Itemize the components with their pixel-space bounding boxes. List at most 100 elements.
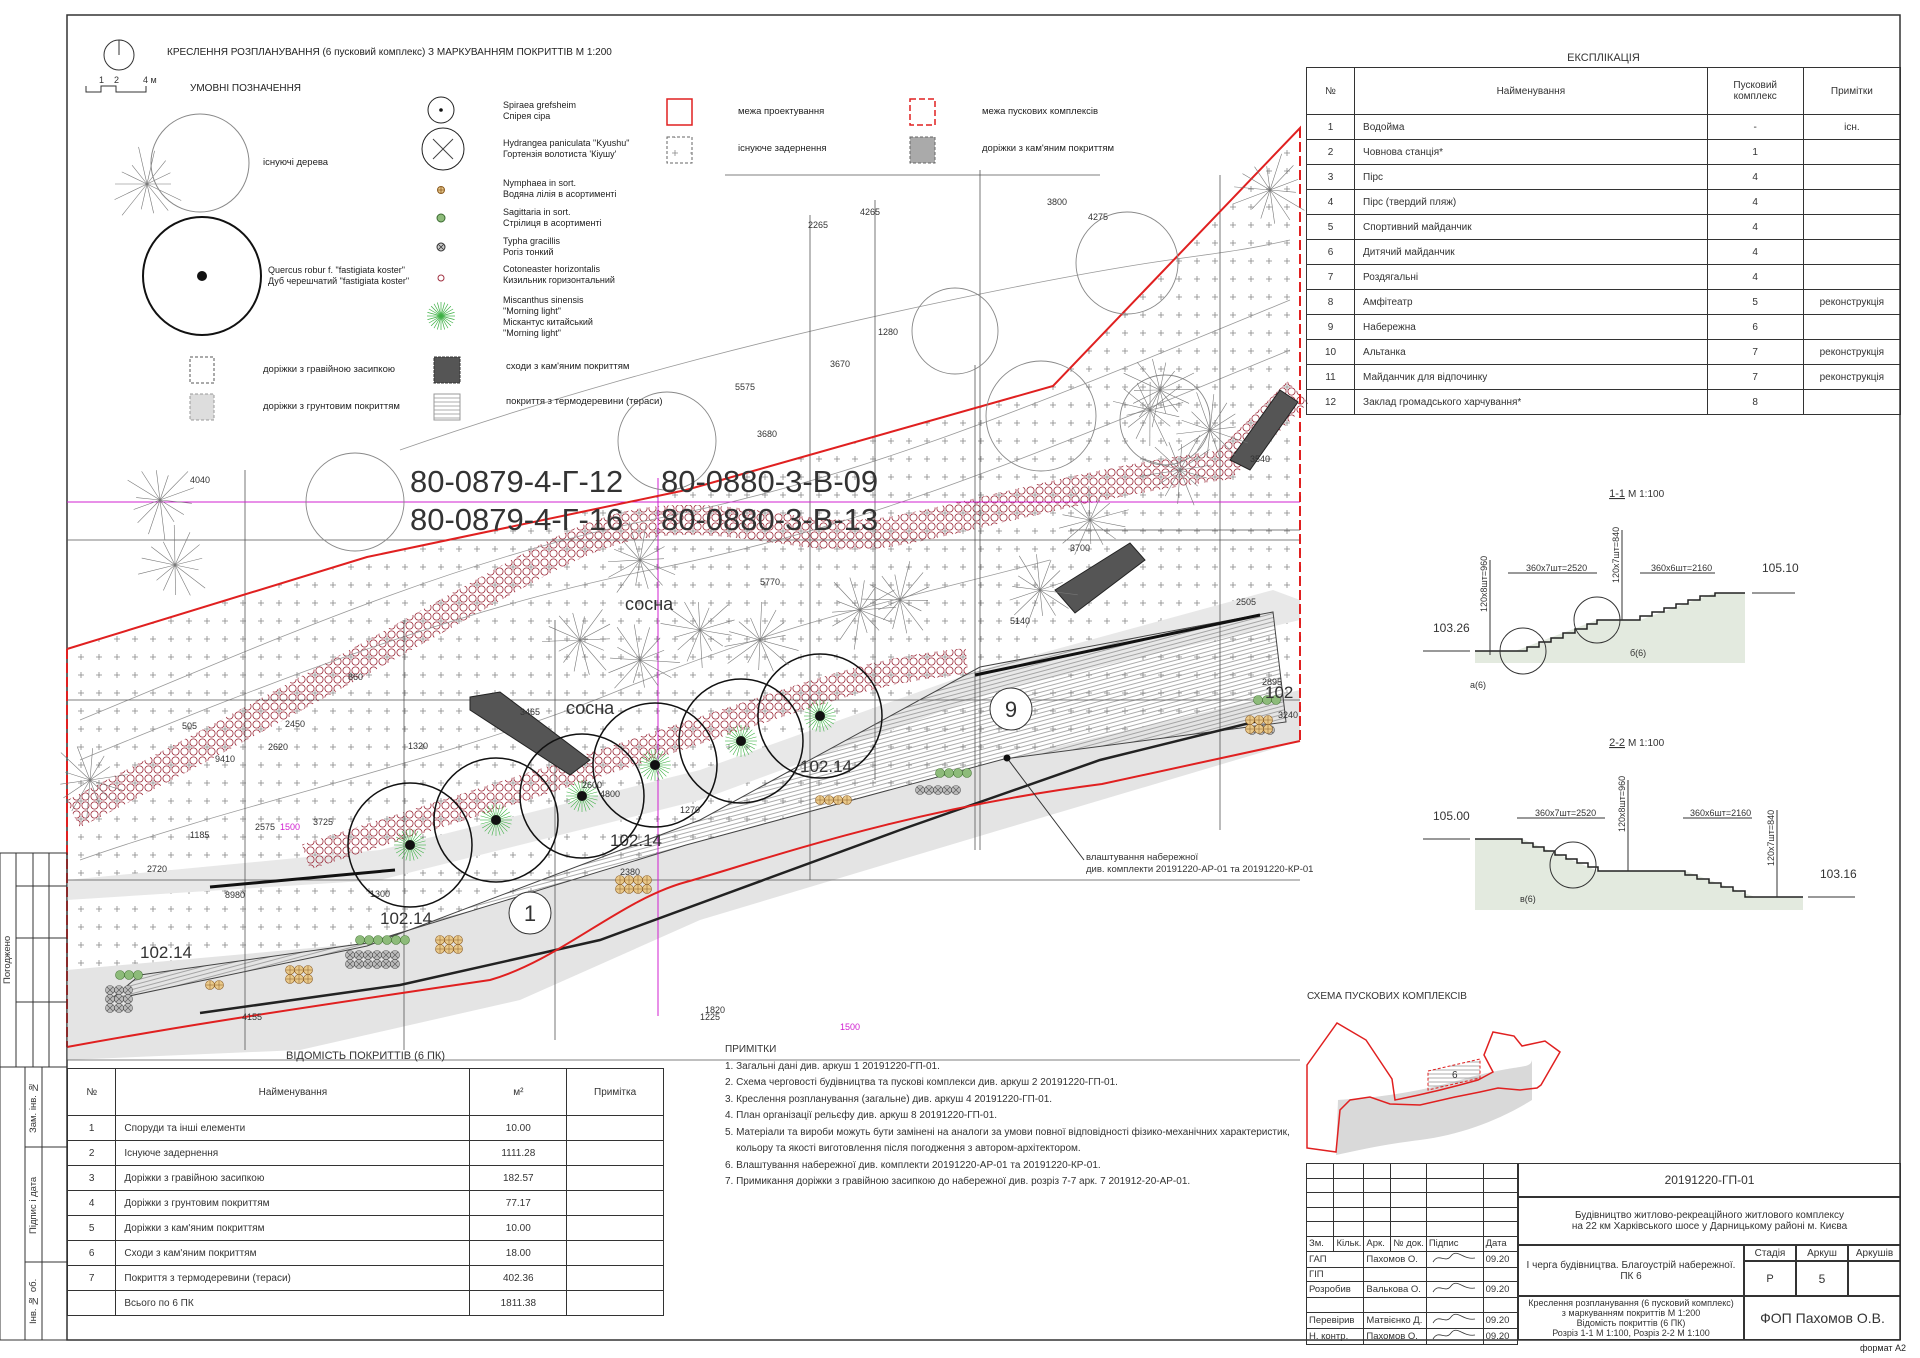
coverings-title: ВІДОМІСТЬ ПОКРИТТІВ (6 ПК) [285, 1050, 445, 1062]
sagittaria-shrub [400, 935, 410, 945]
nymphaea-shrub [1254, 724, 1264, 734]
signature [1425, 1311, 1484, 1329]
dimension-label: 1320 [408, 741, 428, 751]
legend-stone-paths: доріжки з кам'яним покриттям [982, 143, 1115, 154]
tree-crown-icon [1112, 381, 1184, 447]
signer-role: ГАП [1305, 1250, 1365, 1268]
dimension-label: 1185 [190, 830, 209, 840]
table-cell [1802, 164, 1902, 190]
table-cell: Існуюче задернення [115, 1140, 471, 1166]
annotation-line: див. комплекти 20191220-АР-01 та 2019122… [1086, 864, 1313, 875]
miscanthus-planting [394, 829, 426, 861]
dimension: 360х7шт=2520 [1535, 808, 1596, 818]
signature [1425, 1327, 1484, 1345]
dimension-label: 860 [348, 672, 363, 682]
table-cell: 12 [1305, 389, 1356, 415]
sagittaria-shrub [935, 768, 945, 778]
typha-shrub [114, 1003, 124, 1013]
revision-cell [1482, 1177, 1519, 1194]
elevation-mark: 102.14 [800, 757, 852, 776]
revision-cell [1390, 1221, 1427, 1237]
table-cell: 9 [1305, 314, 1356, 340]
table-cell [566, 1215, 664, 1241]
signature [1425, 1297, 1484, 1313]
dimension-label: 5140 [1010, 616, 1030, 626]
section-title: 1-1 [1609, 488, 1625, 500]
table-cell [1802, 389, 1902, 415]
cotoneaster-symbol [437, 274, 445, 282]
scheme-label: 6 [1452, 1070, 1458, 1081]
note-item: 1. Загальні дані див. аркуш 1 20191220-Г… [725, 1060, 940, 1072]
table-cell: Сходи з кам'яним покриттям [115, 1240, 471, 1266]
stamp-approved: Погоджено [2, 935, 13, 985]
dimension-label: 1225 [700, 1012, 720, 1022]
stamp-field: Інв. № об. [28, 1278, 39, 1324]
miscanthus-planting [639, 749, 671, 781]
callout: а(6) [1470, 680, 1486, 690]
dimension-label: 2505 [1236, 597, 1256, 607]
dimension-label: 1270 [680, 805, 700, 815]
tree-crown-icon [724, 602, 799, 672]
revision-cell [1363, 1206, 1392, 1223]
signer-name [1363, 1266, 1427, 1283]
revision-row [1305, 1192, 1519, 1208]
table-cell: Заклад громадського харчування* [1354, 389, 1708, 415]
callout: в(6) [1520, 894, 1536, 904]
table-cell: 11 [1305, 364, 1356, 390]
level-mark: 105.00 [1433, 809, 1470, 823]
table-cell: Пірс (твердий пляж) [1354, 189, 1708, 215]
table-cell: 7 [1706, 364, 1804, 390]
tree-crown-icon [660, 601, 735, 668]
revision-cell [1363, 1177, 1392, 1194]
column-header: № [66, 1068, 117, 1116]
dimension-label: 4040 [190, 475, 210, 485]
table-cell: 8 [1305, 289, 1356, 315]
revision-cell [1305, 1221, 1335, 1237]
table-cell: 1 [1305, 114, 1356, 140]
typha-shrub [105, 1003, 115, 1013]
typha-shrub [951, 785, 961, 795]
note-item: 4. План організації рельєфу див. аркуш 8… [725, 1110, 998, 1121]
nymphaea-shrub [453, 944, 463, 954]
signer-name: Валькова О. [1363, 1281, 1427, 1299]
legend-quercus: Quercus robur f. "fastigiata koster"Дуб … [268, 265, 410, 286]
site-plan: 80-0879-4-Г-12 80-0880-3-В-09 80-0879-4-… [60, 125, 1313, 1061]
table-cell: 6 [1305, 239, 1356, 265]
revision-cell [1482, 1206, 1519, 1223]
dimension-label: 3540 [1250, 454, 1270, 464]
sagittaria-shrub [1271, 695, 1281, 705]
section-2-2: 2-2 М 1:100 105.00 103.16 360х7шт=2520 3… [1423, 737, 1857, 910]
oak-trunk [405, 840, 415, 850]
typha-shrub [381, 950, 391, 960]
table-cell: 7 [66, 1265, 117, 1291]
signature [1425, 1281, 1484, 1299]
table-cell: 2 [1305, 139, 1356, 165]
table-cell [1802, 189, 1902, 215]
revision-cell [1305, 1206, 1335, 1223]
dimension-label: 4800 [600, 789, 620, 799]
planned-oaks [347, 653, 883, 908]
dimension-label: 4275 [1088, 212, 1108, 222]
callout: б(6) [1630, 648, 1646, 658]
nymphaea-shrub [615, 884, 625, 894]
company-name: ФОП Пахомов О.В. [1744, 1296, 1901, 1340]
dimension-label: 3670 [830, 359, 850, 369]
nymphaea-shrub [633, 875, 643, 885]
revision-cell [1363, 1163, 1392, 1179]
sagittaria-shrub [962, 768, 972, 778]
typha-shrub [123, 994, 133, 1004]
section-1-1: 1-1 М 1:100 103.26 105.10 360х7шт=2520 3… [1423, 488, 1799, 690]
dimension: 360х7шт=2520 [1526, 563, 1587, 573]
table-cell: 5 [66, 1215, 117, 1241]
table-cell: 1811.38 [469, 1290, 568, 1316]
